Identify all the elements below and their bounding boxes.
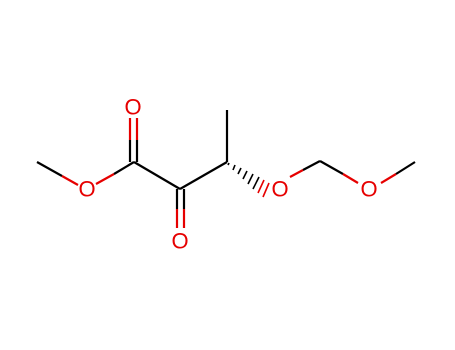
bond-ch2-ether2 — [319, 160, 344, 175]
hash-line — [252, 176, 260, 190]
hash-line — [247, 173, 254, 185]
bond-ether1-ch2-red — [289, 169, 304, 178]
hash-line — [242, 170, 248, 180]
bond-ester-c-ketone-c — [133, 161, 181, 190]
bond-methyl-ester-oxygen-red — [61, 175, 79, 186]
oxygen-atom-ester: O — [78, 177, 95, 202]
hashed-wedge-bond — [227, 162, 270, 198]
oxygen-atom-ether-1: O — [271, 177, 288, 202]
bond-ether1-ch2 — [302, 160, 321, 171]
oxygen-atom-ester-carbonyl: O — [124, 95, 141, 120]
bond-ester-oxygen-carbonyl — [113, 161, 135, 175]
bond-methyl-ester-oxygen — [36, 161, 63, 177]
bond-ether2-methyl-red — [380, 173, 397, 184]
hash-line — [227, 162, 230, 166]
hash-line — [237, 167, 242, 175]
hash-line — [232, 164, 236, 171]
bond-ester-oxygen-carbonyl-red — [95, 173, 115, 185]
bond-ether2-methyl — [395, 161, 416, 175]
hash-line — [262, 182, 270, 198]
oxygen-atom-ketone: O — [171, 229, 188, 254]
bond-ch2-ether2-red — [342, 173, 359, 184]
hash-line — [257, 179, 265, 194]
bond-ketone-c-stereocenter — [179, 161, 228, 190]
oxygen-atom-ether-2: O — [360, 177, 377, 202]
